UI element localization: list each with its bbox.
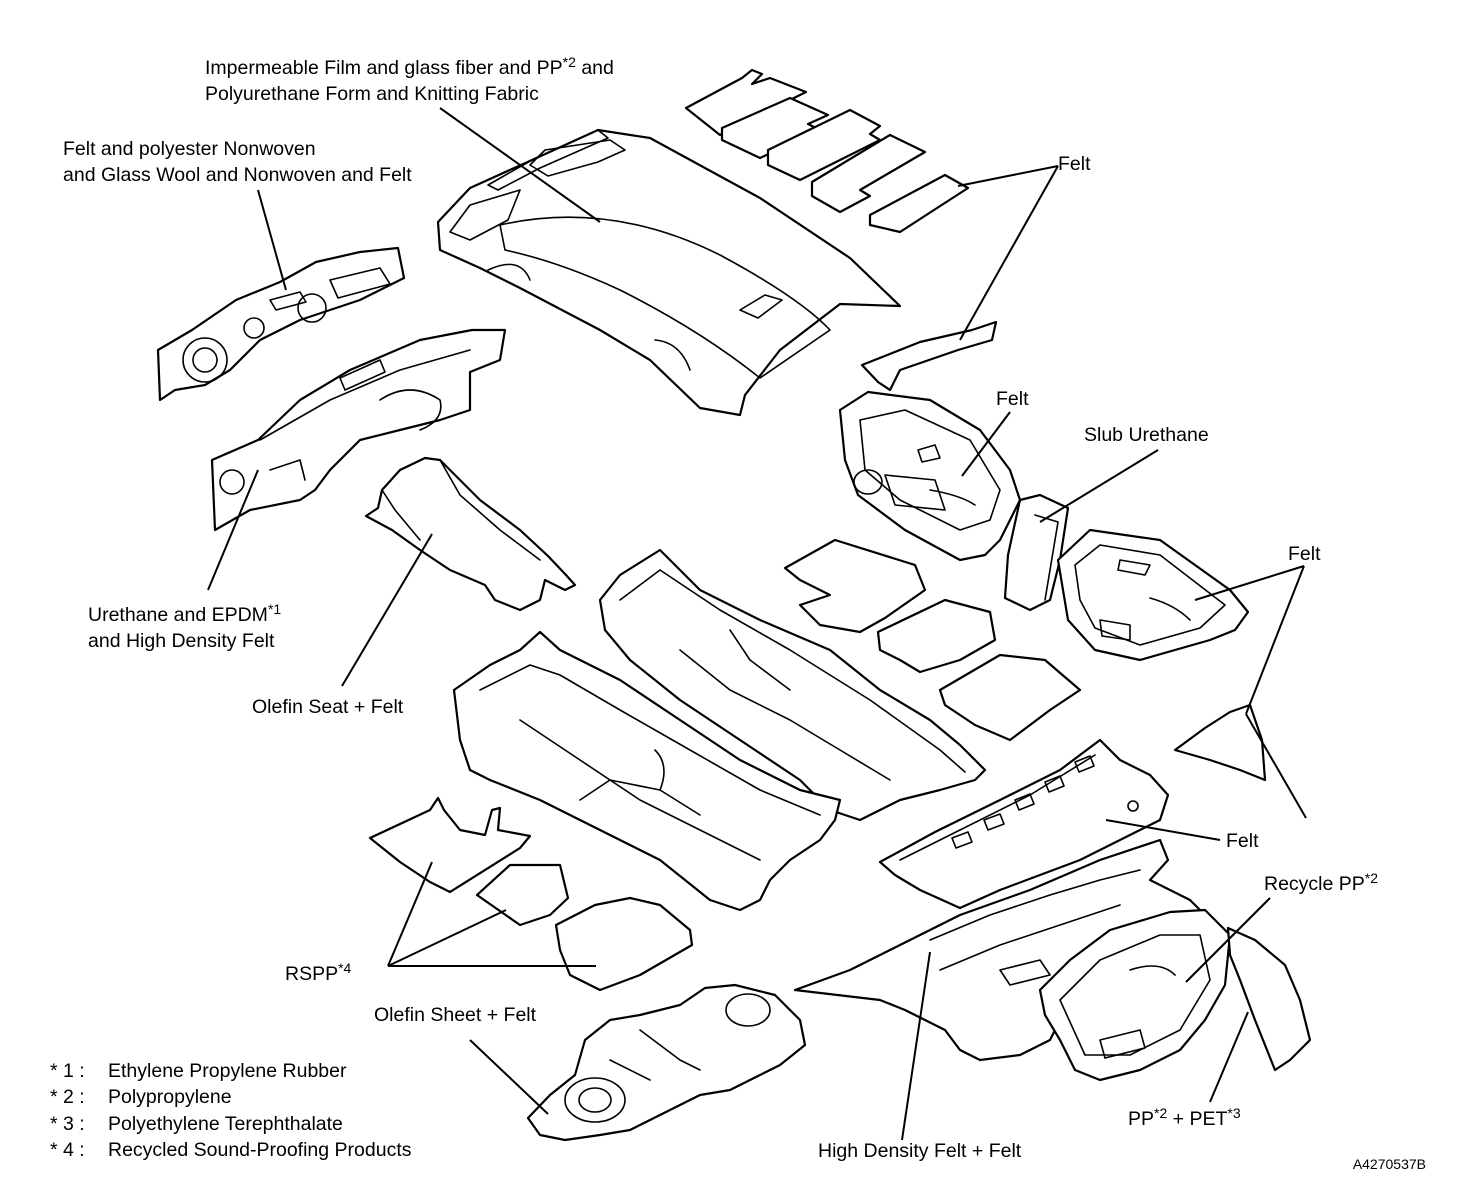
rear-floor-pads-part — [783, 538, 1082, 742]
leader-lines — [207, 107, 1307, 1141]
footnote-1: * 1 :Ethylene Propylene Rubber — [50, 1060, 347, 1082]
footnotes: * 1 :Ethylene Propylene Rubber * 2 :Poly… — [50, 1058, 412, 1164]
recycle-pp-label: Recycle PP*2 — [1264, 870, 1379, 895]
figure-code: A4270537B — [1352, 1156, 1426, 1172]
dash-silencer-inner-part — [210, 328, 507, 532]
headliner-part — [436, 128, 902, 417]
footnote-3: * 3 :Polyethylene Terephthalate — [50, 1112, 343, 1135]
footnote-4: * 4 :Recycled Sound-Proofing Products — [50, 1139, 412, 1162]
felt-top-label: Felt — [1058, 153, 1091, 175]
rear-floor-carpet-part — [598, 548, 987, 822]
package-shelf-part — [878, 738, 1170, 910]
pp-pet-label: PP*2 + PET*3 — [1128, 1105, 1241, 1130]
front-door-felt-part — [838, 390, 1022, 562]
slub-urethane-label: Slub Urethane — [1084, 424, 1209, 446]
dash-silencer-label: Felt and polyester Nonwoven and Glass Wo… — [63, 138, 412, 186]
quarter-panel-felt-part — [1173, 703, 1267, 782]
high-density-felt-label: High Density Felt + Felt — [818, 1140, 1022, 1162]
trunk-side-trim-part — [1038, 908, 1232, 1082]
headliner-label: Impermeable Film and glass fiber and PP*… — [205, 54, 614, 105]
olefin-seat-label: Olefin Seat + Felt — [252, 696, 404, 718]
trunk-felt-pads-part — [684, 68, 970, 234]
felt-rear-door-label: Felt — [1288, 543, 1321, 565]
front-floor-carpet-part — [452, 630, 842, 912]
trunk-rear-trim-part — [1226, 926, 1312, 1072]
rear-door-felt-part — [1056, 528, 1250, 662]
rspp-label: RSPP*4 — [285, 960, 352, 985]
upper-felt-trim-part — [860, 320, 998, 392]
front-floor-silencer-part — [526, 983, 807, 1142]
tunnel-insulator-part — [364, 456, 577, 612]
felt-shelf-label: Felt — [1226, 830, 1259, 852]
slub-urethane-pillar-part — [1003, 493, 1070, 612]
footnote-2: * 2 :Polypropylene — [50, 1086, 232, 1109]
felt-front-door-label: Felt — [996, 388, 1029, 410]
urethane-epdm-label: Urethane and EPDM*1 and High Density Fel… — [88, 601, 282, 652]
dash-silencer-outer-part — [156, 246, 406, 402]
olefin-sheet-label: Olefin Sheet + Felt — [374, 1004, 537, 1026]
